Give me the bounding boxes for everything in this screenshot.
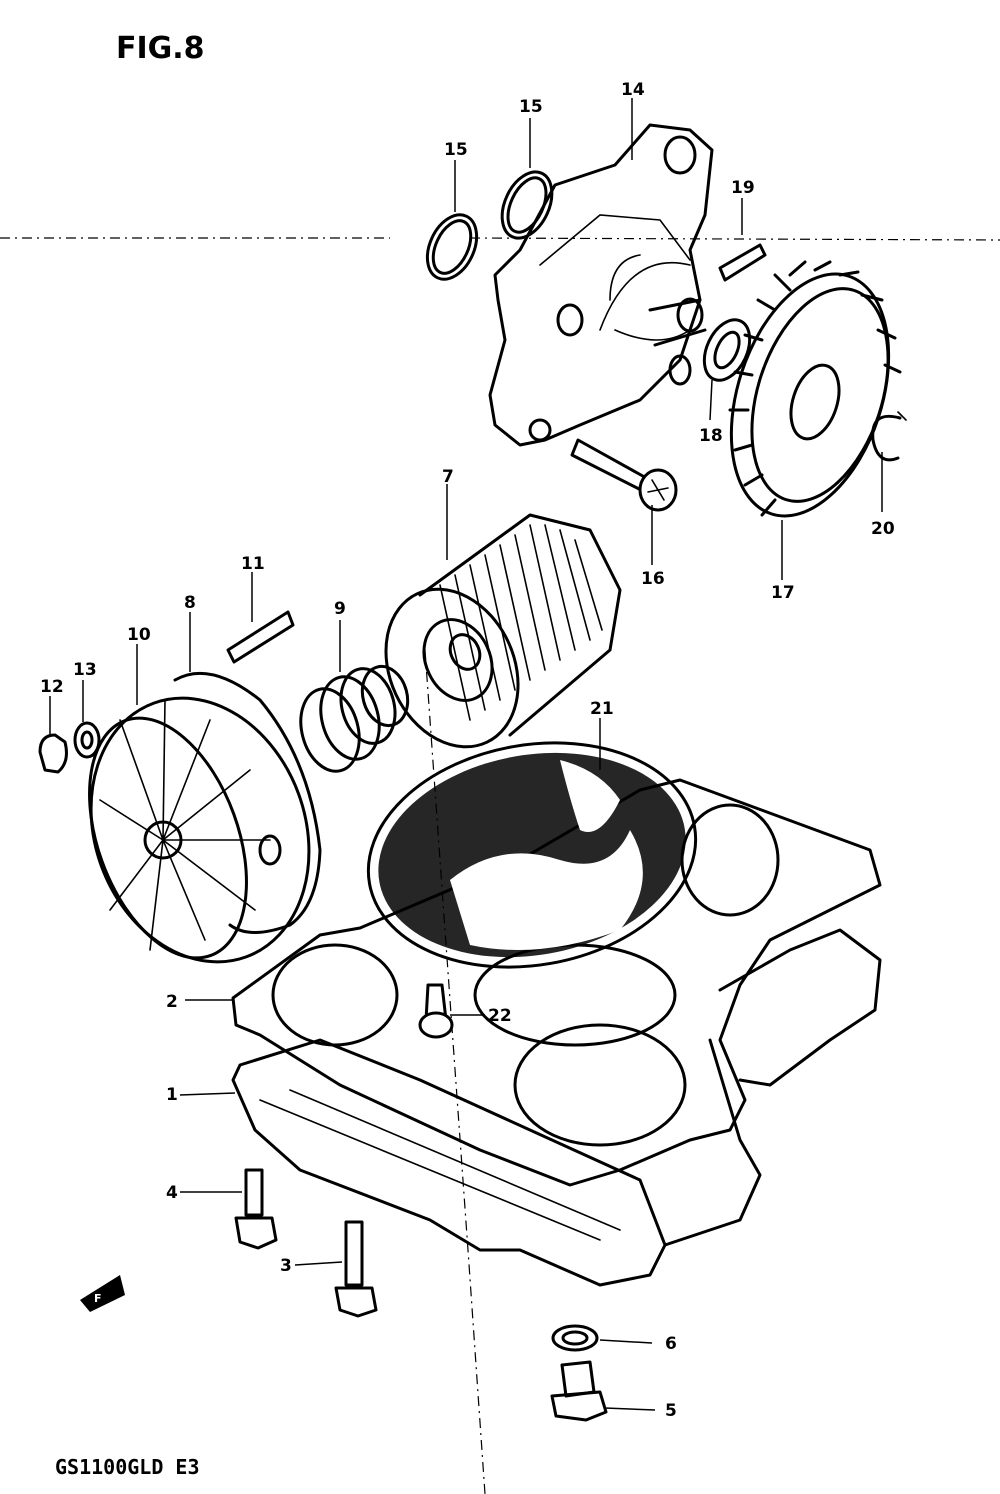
callout-labels: 1 2 3 4 5 6 7 8 9 10 11 12 13 14 15 15 1… xyxy=(40,80,895,1421)
bolt-4 xyxy=(234,1168,278,1250)
callout-9: 9 xyxy=(334,599,346,619)
nut-12 xyxy=(38,733,68,774)
assembly-axis xyxy=(0,237,1000,241)
model-code: GS1100GLD E3 xyxy=(55,1455,200,1479)
spring-9 xyxy=(299,664,410,773)
o-ring-15a xyxy=(425,213,479,281)
callout-8: 8 xyxy=(184,593,196,613)
callout-2: 2 xyxy=(166,992,178,1012)
oil-filter-7 xyxy=(384,513,622,749)
front-direction-arrow: F xyxy=(80,1275,125,1312)
callout-7: 7 xyxy=(442,467,454,487)
driven-gear-17 xyxy=(728,260,902,518)
callout-6: 6 xyxy=(665,1334,677,1354)
callout-19: 19 xyxy=(731,178,755,198)
arrow-label: F xyxy=(94,1292,102,1305)
callout-17: 17 xyxy=(771,583,795,603)
o-ring-15b xyxy=(500,170,554,240)
oil-strainer-21 xyxy=(366,741,698,969)
bolt-3 xyxy=(334,1220,378,1318)
callout-11: 11 xyxy=(241,554,265,574)
callout-14: 14 xyxy=(621,80,645,100)
callout-12: 12 xyxy=(40,677,64,697)
callout-13: 13 xyxy=(73,660,97,680)
callout-21: 21 xyxy=(590,699,614,719)
callout-15a: 15 xyxy=(444,140,468,160)
pin-19 xyxy=(718,243,767,282)
filter-cover-10 xyxy=(88,696,311,964)
oil-pump-drawing xyxy=(488,123,714,447)
o-ring-8 xyxy=(173,671,322,934)
callout-15b: 15 xyxy=(519,97,543,117)
drain-plug-5 xyxy=(550,1360,608,1422)
circlip-20 xyxy=(871,414,902,462)
union-bolt-22 xyxy=(418,983,454,1039)
washer-13 xyxy=(73,721,101,759)
screw-16 xyxy=(570,438,678,512)
callout-10: 10 xyxy=(127,625,151,645)
callout-3: 3 xyxy=(280,1256,292,1276)
figure-title: FIG.8 xyxy=(116,31,205,66)
callout-5: 5 xyxy=(665,1401,677,1421)
pin-11 xyxy=(226,610,295,664)
callout-22: 22 xyxy=(488,1006,512,1026)
callout-16: 16 xyxy=(641,569,665,589)
oil-pan-1 xyxy=(231,928,882,1287)
gasket-6 xyxy=(551,1324,599,1352)
callout-4: 4 xyxy=(166,1183,178,1203)
callout-1: 1 xyxy=(166,1085,178,1105)
callout-18: 18 xyxy=(699,426,723,446)
callout-20: 20 xyxy=(871,519,895,539)
leader-lines xyxy=(49,98,883,1411)
